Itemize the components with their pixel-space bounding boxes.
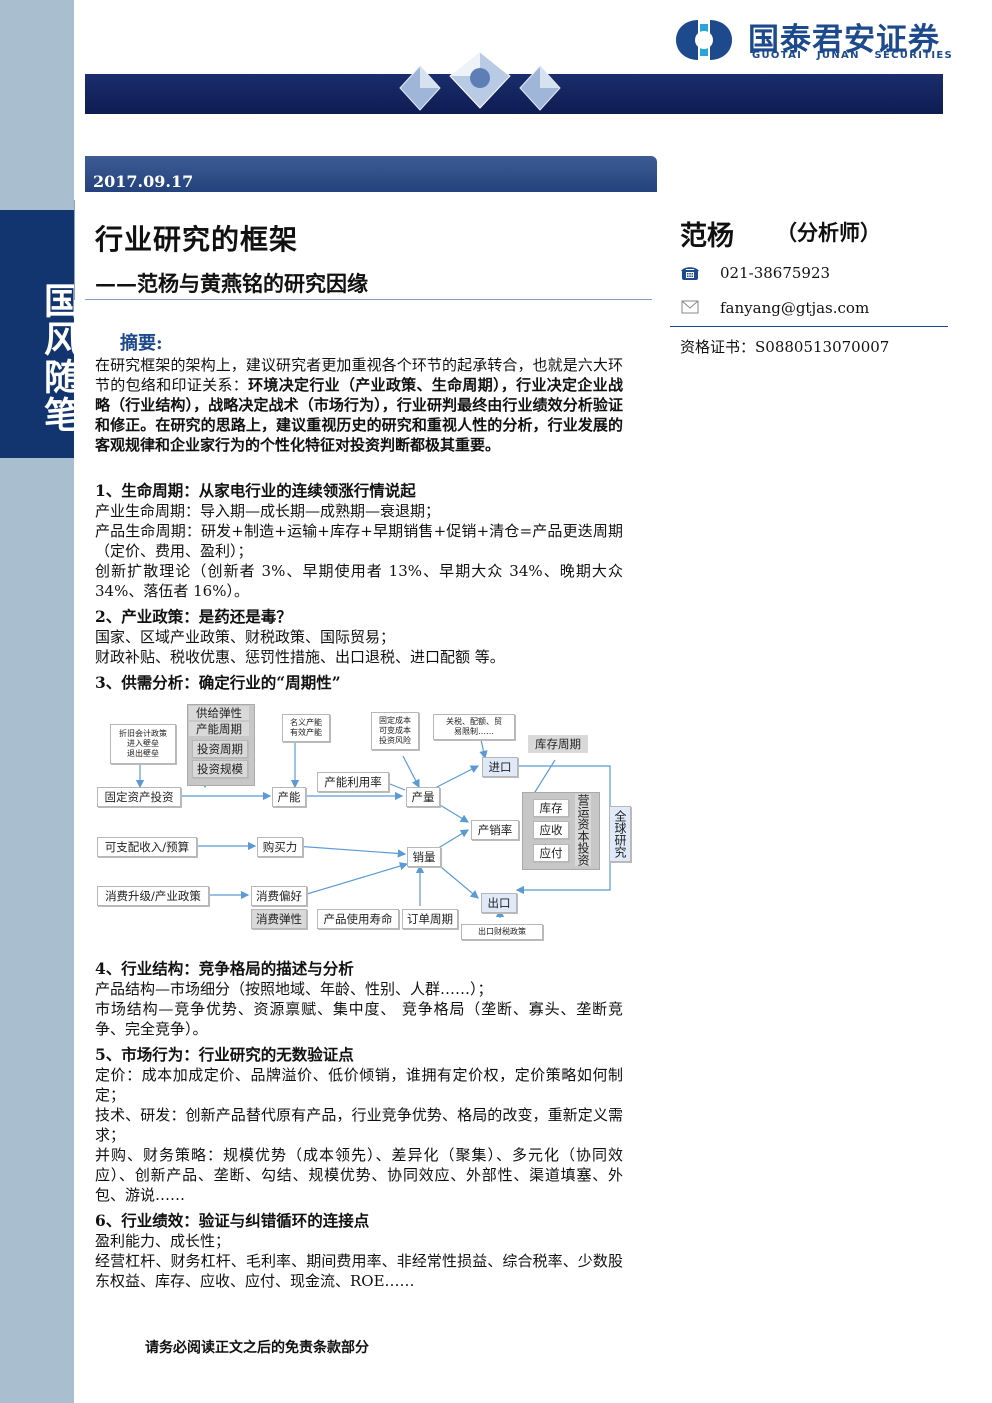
node-working-capital: 营运资本投资 [575, 794, 591, 866]
logo-english: GUOTAI JUNAN SECURITIES [752, 50, 954, 61]
side-band-top [0, 0, 74, 210]
node-accounting-barriers: 折旧会计政策进入壁垒退出壁垒 [110, 724, 176, 764]
node-tariff: 关税、配额、贸易限制…… [433, 714, 515, 740]
section-line: 财政补贴、税收优惠、惩罚性措施、出口退税、进口配额 等。 [95, 648, 505, 666]
logo-chinese: 国泰君安证券 [748, 22, 940, 58]
section-heading: 4、行业结构：竞争格局的描述与分析 [95, 959, 354, 978]
date-bar [85, 156, 657, 192]
node-export-policy: 出口财税政策 [461, 924, 543, 940]
section-line: 产品结构—市场细分（按照地域、年龄、性别、人群……）； [95, 980, 493, 998]
node-fixed-cost: 固定成本可变成本投资风险 [371, 712, 419, 750]
column-label: 国风随笔 [38, 282, 80, 434]
abstract-label: 摘要: [120, 333, 163, 354]
report-subtitle: ——范杨与黄燕铭的研究因缘 [95, 271, 368, 296]
section-line: 技术、研发：创新产品替代原有产品，行业竞争优势、格局的改变，重新定义需求； [95, 1106, 623, 1144]
node-purchasing-power: 购买力 [257, 837, 303, 857]
section-heading: 6、行业绩效：验证与纠错循环的连接点 [95, 1211, 370, 1230]
node-inventory-cycle: 库存周期 [528, 735, 588, 753]
node-sell-through: 产销率 [471, 820, 519, 840]
section-line: 创新扩散理论（创新者 3%、早期使用者 13%、早期大众 34%、晚期大众 34… [95, 562, 623, 600]
node-receivable: 应收 [533, 821, 569, 839]
supply-demand-diagram: 折旧会计政策进入壁垒退出壁垒 供给弹性 产能周期 投资周期 投资规模 名义产能有… [95, 700, 640, 945]
node-nominal-capacity: 名义产能有效产能 [282, 714, 330, 742]
section-line: 并购、财务策略：规模优势（成本领先）、差异化（聚集）、多元化（协同效应）、创新产… [95, 1146, 623, 1204]
node-order-cycle: 订单周期 [402, 909, 458, 929]
node-export: 出口 [481, 893, 517, 913]
divider [85, 299, 652, 300]
diamond-icon [399, 51, 561, 111]
node-elasticity: 消费弹性 [251, 909, 307, 929]
header-banner [85, 74, 943, 114]
node-capacity-cycle: 产能周期 [189, 722, 249, 736]
node-import: 进口 [482, 757, 518, 777]
node-disposable-income: 可支配收入/预算 [97, 837, 197, 857]
analyst-role: （分析师） [776, 220, 881, 245]
node-investment-scale: 投资规模 [192, 760, 248, 778]
section-heading: 5、市场行为：行业研究的无数验证点 [95, 1045, 354, 1064]
node-payable: 应付 [533, 844, 569, 862]
phone-icon [681, 267, 699, 280]
section-line: 定价：成本加成定价、品牌溢价、低价倾销，谁拥有定价权，定价策略如何制定； [95, 1066, 623, 1104]
section-line: 市场结构—竞争优势、资源禀赋、集中度、 竞争格局（垄断、寡头、垄断竞争、完全竞争… [95, 1000, 623, 1038]
side-band-bottom [0, 458, 74, 1403]
section-line: 经营杠杆、财务杠杆、毛利率、期间费用率、非经常性损益、综合税率、少数股东权益、库… [95, 1252, 623, 1290]
node-sales: 销量 [407, 847, 441, 867]
node-fixed-asset: 固定资产投资 [97, 787, 181, 807]
report-date: 2017.09.17 [93, 172, 194, 191]
node-supply-elasticity: 供给弹性 [189, 706, 249, 720]
divider [670, 326, 948, 327]
node-preference: 消费偏好 [251, 886, 307, 906]
analyst-name: 范杨 [680, 221, 734, 252]
node-product-life: 产品使用寿命 [317, 909, 399, 929]
node-utilization: 产能利用率 [317, 772, 389, 792]
node-inventory: 库存 [533, 799, 569, 817]
node-consumption-upgrade: 消费升级/产业政策 [97, 886, 209, 906]
analyst-phone: 021-38675923 [720, 264, 831, 282]
abstract-emphasis: 环境决定行业（产业政策、生命周期），行业决定企业战略（行业结构），战略决定战术（… [95, 376, 623, 454]
section-heading: 3、供需分析：确定行业的“周期性” [95, 673, 341, 692]
node-global-research: 全球研究 [609, 806, 631, 862]
section-line: 产品生命周期：研发+制造+运输+库存+早期销售+促销+清仓=产品更迭周期（定价、… [95, 522, 623, 560]
mail-icon [681, 300, 699, 314]
abstract-lead: 在研究框架的架构上，建议研究者更加重视各个环节的起承转合，也就是六大环节的包络和… [95, 356, 623, 394]
side-band-column [0, 210, 74, 458]
analyst-certificate: 资格证书：S0880513070007 [680, 338, 890, 356]
gtja-logo-icon [676, 20, 732, 60]
disclaimer-notice: 请务必阅读正文之后的免责条款部分 [145, 1340, 369, 1356]
node-capacity: 产能 [272, 787, 306, 807]
divider [74, 200, 75, 300]
analyst-email[interactable]: fanyang@gtjas.com [720, 299, 870, 317]
section-heading: 1、生命周期：从家电行业的连续领涨行情说起 [95, 481, 416, 500]
section-line: 盈利能力、成长性； [95, 1232, 231, 1250]
section-line: 国家、区域产业政策、财税政策、国际贸易； [95, 628, 396, 646]
node-output: 产量 [406, 787, 440, 807]
section-heading: 2、产业政策：是药还是毒？ [95, 607, 292, 626]
node-investment-cycle: 投资周期 [192, 740, 248, 758]
section-line: 产业生命周期：导入期—成长期—成熟期—衰退期； [95, 502, 441, 520]
abstract-text: 在研究框架的架构上，建议研究者更加重视各个环节的起承转合，也就是六大环节的包络和… [95, 355, 623, 455]
report-title: 行业研究的框架 [95, 223, 299, 256]
